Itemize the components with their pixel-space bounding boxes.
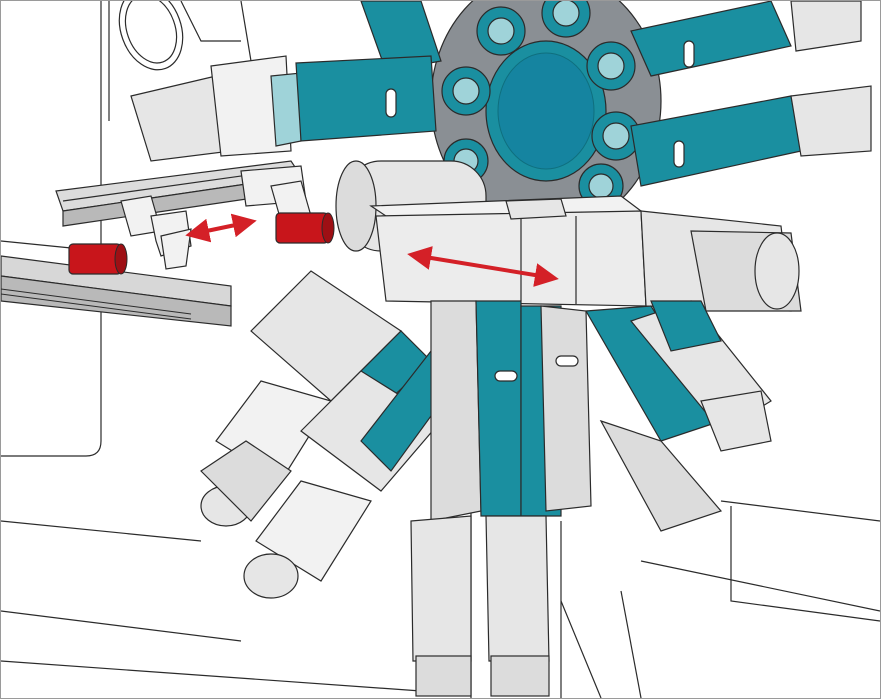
- tool-pockets: [441, 1, 641, 209]
- raw-workpiece: [68, 243, 128, 275]
- tool-holder-upper-left: [130, 55, 437, 162]
- tool-turret-upper: [360, 1, 872, 187]
- slide-motion-arrow: [407, 246, 559, 287]
- loader-motion-arrow: [185, 213, 257, 243]
- loader-gripper: [120, 165, 312, 270]
- tool-turret-lower: [200, 270, 772, 697]
- gripped-workpiece: [275, 212, 335, 244]
- part-conveyor: [1, 255, 232, 327]
- motion-arrows: [185, 213, 559, 287]
- y-axis-slide: [369, 195, 802, 312]
